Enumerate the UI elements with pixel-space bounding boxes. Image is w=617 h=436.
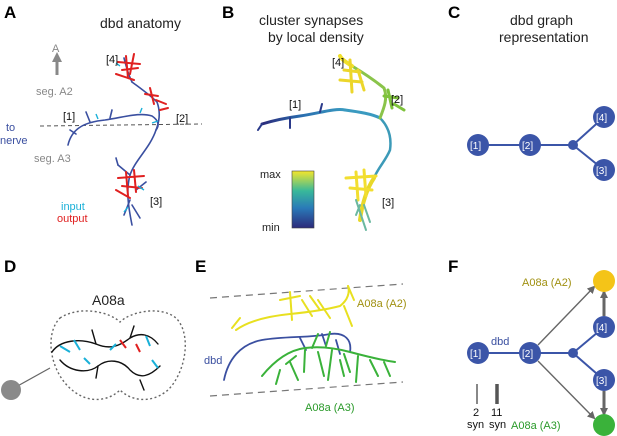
panel-b-branch-3: [3] — [382, 197, 394, 209]
graph-node-4 — [593, 106, 615, 128]
graph-node-3 — [593, 159, 615, 181]
panel-a-branch-2: [2] — [176, 113, 188, 125]
colorbar-max-label: max — [260, 169, 281, 181]
panel-d-label: D — [4, 257, 16, 276]
e-label-dbd: dbd — [204, 355, 222, 367]
a08a-a2-target-node — [593, 270, 615, 292]
e-label-a08a-a2: A08a (A2) — [357, 298, 407, 310]
colorbar-min-label: min — [262, 222, 280, 234]
f-node-3 — [593, 369, 615, 391]
dbd-neuron-morphology — [67, 57, 160, 226]
a08a-a3-morphology — [261, 331, 396, 385]
f-label-dbd: dbd — [491, 336, 509, 348]
panel-c-title-line-2: representation — [499, 29, 589, 45]
legend-output-label: output — [57, 213, 88, 225]
f-node-4 — [593, 316, 615, 338]
panel-b-branch-4: [4] — [332, 57, 344, 69]
graph-node-4-label: [4] — [596, 113, 607, 124]
a08a-synapse-marks — [59, 335, 159, 369]
density-colorbar — [291, 170, 315, 229]
panel-a-branch-3: [3] — [150, 196, 162, 208]
panel-a-label: A — [4, 3, 16, 22]
graph-branch-point — [568, 140, 578, 150]
graph-node-3-label: [3] — [596, 166, 607, 177]
synaptic-connections — [537, 285, 608, 420]
graph-node-1-label: [1] — [470, 141, 481, 152]
legend-input-label: input — [61, 201, 85, 213]
f-node-1 — [467, 342, 489, 364]
a08a-a3-target-node — [593, 414, 615, 436]
anterior-arrow-label: A — [52, 43, 60, 55]
e-label-a08a-a3: A08a (A3) — [305, 402, 355, 414]
panel-a-title: dbd anatomy — [100, 15, 181, 31]
panel-a-branch-4: [4] — [106, 54, 118, 66]
f-node-1-label: [1] — [470, 349, 481, 360]
panel-e-label: E — [195, 257, 206, 276]
output-synapse-clusters — [115, 53, 169, 199]
graph-node-2-label: [2] — [522, 141, 533, 152]
panel-f-label: F — [448, 257, 458, 276]
scale-2-number: 2 — [473, 407, 479, 419]
dbd-connectivity-graph — [478, 326, 605, 381]
panel-d: D A08a — [1, 257, 186, 401]
panel-b-title-line-2: by local density — [268, 29, 364, 45]
panel-d-neuron-label: A08a — [92, 292, 125, 308]
panel-b-branch-2: [2] — [391, 94, 403, 106]
f-label-a08a-a2: A08a (A2) — [522, 277, 572, 289]
f-node-4-label: [4] — [596, 323, 607, 334]
to-nerve-label-1: to — [6, 122, 15, 134]
f-node-3-label: [3] — [596, 376, 607, 387]
scale-11-unit: syn — [489, 419, 506, 431]
panel-a: A dbd anatomy A seg. A2 seg. A3 to nerve… — [0, 3, 203, 226]
panel-b-title-line-1: cluster synapses — [259, 12, 363, 28]
graph-node-1 — [467, 134, 489, 156]
density-colored-neuron — [257, 54, 406, 231]
a08a-neuron-morphology — [51, 325, 161, 391]
f-branch-point — [568, 348, 578, 358]
segment-top-boundary — [209, 283, 404, 299]
seg-a3-label: seg. A3 — [34, 153, 71, 165]
panel-c-title-line-1: dbd graph — [510, 12, 573, 28]
nerve-line — [13, 367, 51, 389]
panel-c-label: C — [448, 3, 460, 22]
sensory-soma-icon — [1, 380, 21, 400]
seg-a2-label: seg. A2 — [36, 86, 73, 98]
input-synapse-ticks — [95, 62, 159, 213]
panel-c: C dbd graph representation [1] [2] [4] [… — [448, 3, 615, 181]
panel-b-label: B — [222, 3, 234, 22]
panel-b-branch-1: [1] — [289, 99, 301, 111]
scale-11-number: 11 — [491, 407, 502, 419]
graph-node-2 — [519, 134, 541, 156]
a08a-output-marks — [119, 339, 141, 353]
cns-outline — [50, 310, 186, 401]
panel-b: B cluster synapses by local density [4] … — [222, 3, 406, 234]
f-label-a08a-a3: A08a (A3) — [511, 420, 561, 432]
dbd-graph — [478, 116, 605, 171]
to-nerve-label-2: nerve — [0, 135, 28, 147]
f-node-2-label: [2] — [522, 349, 533, 360]
panel-a-branch-1: [1] — [63, 111, 75, 123]
f-node-2 — [519, 342, 541, 364]
panel-f: F [1] [2] [4] [3] A08a (A2) dbd A08a (A3… — [448, 257, 615, 436]
panel-e: E A08a (A2) dbd A08a (A3) — [195, 257, 407, 414]
segment-boundary-line — [39, 123, 203, 127]
a08a-a2-morphology — [231, 285, 355, 331]
segment-bottom-boundary — [209, 381, 404, 397]
scale-2-unit: syn — [467, 419, 484, 431]
